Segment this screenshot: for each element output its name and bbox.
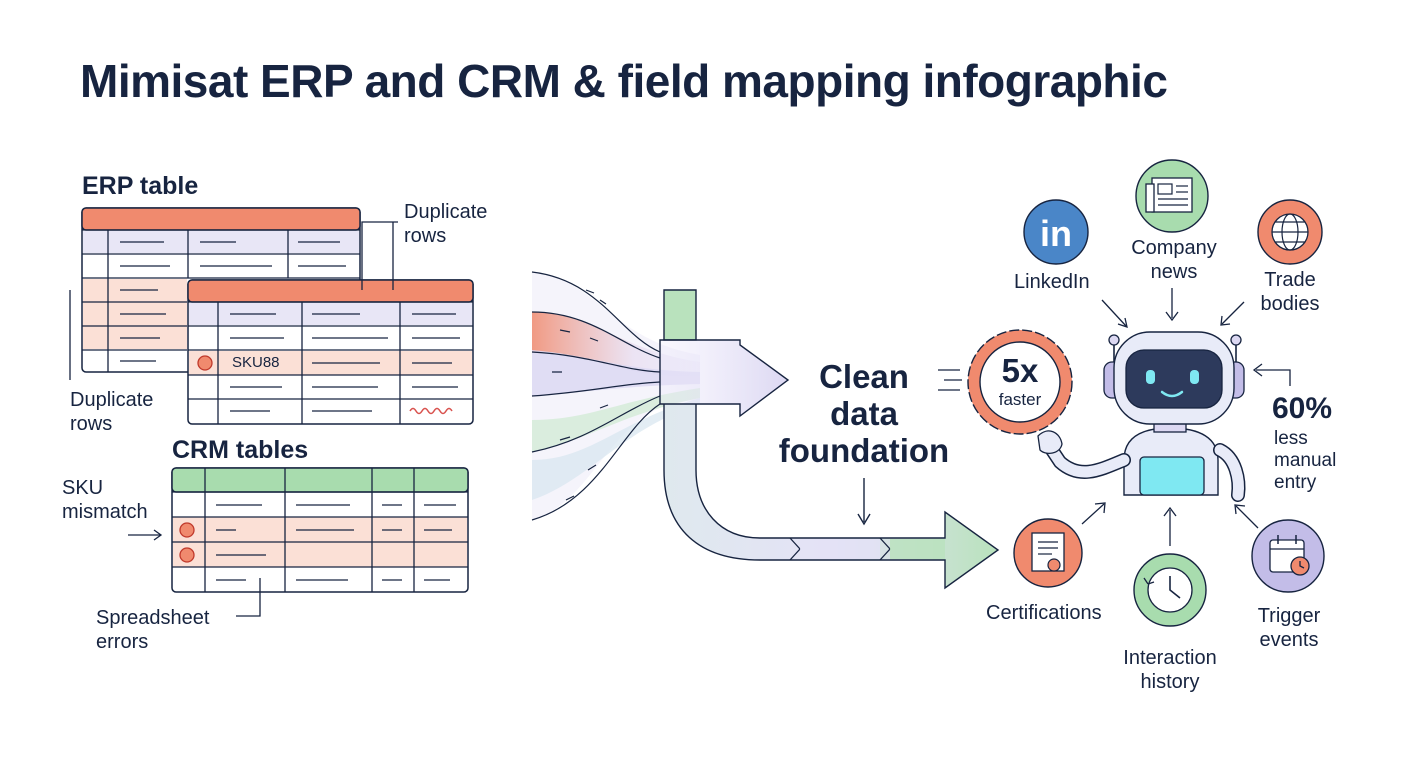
clock-icon <box>1133 553 1207 627</box>
crm-tables-label: CRM tables <box>172 436 309 464</box>
newspaper-icon <box>1135 159 1209 233</box>
source-label-interaction-history: Interaction history <box>1123 647 1217 693</box>
flow-arrows <box>659 289 1000 590</box>
source-label-linkedin: LinkedIn <box>1014 271 1090 293</box>
error-dot <box>197 355 213 371</box>
source-label-trigger-events: Trigger events <box>1257 605 1321 651</box>
badge-label: faster <box>998 390 1042 409</box>
speed-badge <box>938 329 1073 435</box>
robot-illustration <box>1037 331 1246 502</box>
source-label-trade-bodies: Trade bodies <box>1260 269 1320 315</box>
linkedin-icon: in <box>1023 199 1089 265</box>
erp-table-label: ERP table <box>82 172 199 200</box>
badge-value: 5x <box>1001 352 1039 389</box>
source-arrows <box>1081 288 1291 546</box>
calendar-icon <box>1251 519 1325 593</box>
squiggle-error <box>409 407 453 415</box>
sku-mismatch-arrow <box>128 529 163 541</box>
crm-table <box>171 467 469 593</box>
sku-cell: SKU88 <box>232 354 280 371</box>
erp-table-front <box>187 279 474 425</box>
annotation-duplicate-rows-left: Duplicate rows <box>70 389 154 435</box>
clean-data-headline: Clean data foundation <box>778 358 950 469</box>
page-title: Mimisat ERP and CRM & field mapping info… <box>80 55 1168 107</box>
certificate-icon <box>1013 518 1083 588</box>
source-label-company-news: Company news <box>1131 237 1217 283</box>
svg-text:in: in <box>1040 213 1072 254</box>
annotation-sku-mismatch: SKU mismatch <box>62 477 148 523</box>
stat-value: 60% <box>1272 392 1333 425</box>
source-label-certifications: Certifications <box>986 602 1102 624</box>
annotation-spreadsheet-errors: Spreadsheet errors <box>96 607 210 653</box>
stat-label: less manual entry <box>1274 428 1337 493</box>
data-flow-streams <box>531 271 700 521</box>
globe-icon <box>1257 199 1323 265</box>
annotation-duplicate-rows-top: Duplicate rows <box>404 201 488 247</box>
